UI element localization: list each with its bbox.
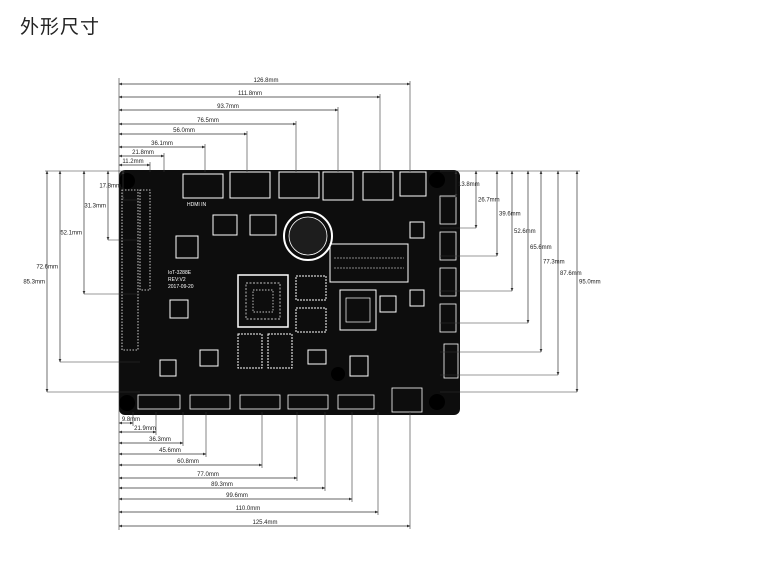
board-outline <box>119 170 460 415</box>
bottom-connector <box>287 394 329 410</box>
right-dim-4-label: 52.6mm <box>514 229 536 235</box>
top-dim-2-label: 111.8mm <box>238 91 262 97</box>
bottom-dim-3-label: 36.3mm <box>149 437 171 443</box>
main-soc <box>237 274 289 328</box>
top-dim-7-label: 21.8mm <box>132 150 154 156</box>
mounting-hole-bottom-right <box>429 394 445 410</box>
ic-chip <box>349 355 369 377</box>
mounting-hole-top-left <box>119 173 135 189</box>
memory-chip-1 <box>237 333 263 369</box>
ic-chip <box>212 214 238 236</box>
bottom-connector <box>239 394 281 410</box>
ic-chip <box>409 221 425 239</box>
right-connector <box>439 195 457 225</box>
bottom-connector <box>337 394 375 410</box>
ic-chip <box>169 299 189 319</box>
bottom-dimensions: 9.8mm 21.9mm 36.3mm 45.6mm 60.8mm 77.0mm 89.3m… <box>118 78 411 530</box>
top-dim-1-label: 126.8mm <box>253 78 278 84</box>
right-dim-1-label: 13.8mm <box>458 182 480 188</box>
audio-connector <box>399 171 427 197</box>
bottom-connector <box>189 394 231 410</box>
right-connector <box>443 343 459 379</box>
ic-chip <box>175 235 199 259</box>
ic-chip <box>379 295 397 313</box>
left-dimensions: 85.3mm 72.6mm 52.1mm 31.3mm 17.8mm <box>23 170 140 393</box>
top-dim-6-label: 36.1mm <box>151 141 173 147</box>
right-dim-7-label: 87.6mm <box>560 271 582 277</box>
bottom-dim-7-label: 89.3mm <box>211 482 233 488</box>
right-connector <box>439 231 457 261</box>
ic-chip <box>249 214 277 236</box>
top-dim-8-label: 11.2mm <box>122 159 143 165</box>
left-pin-header <box>121 189 139 351</box>
top-dim-4-label: 76.5mm <box>197 118 219 124</box>
ic-chip <box>307 349 327 365</box>
mounting-hole-center <box>331 367 345 381</box>
bottom-dim-10-label: 125.4mm <box>252 520 277 526</box>
mounting-hole-bottom-left <box>119 395 135 411</box>
bottom-connector <box>137 394 181 410</box>
board-date-label: 2017-09-20 <box>168 284 194 290</box>
bottom-dim-1-label: 9.8mm <box>122 417 140 423</box>
bottom-dim-9-label: 110.0mm <box>236 506 261 512</box>
vga-connector-1 <box>229 171 271 199</box>
sim-socket <box>339 289 377 331</box>
hdmi-label: HDMI IN <box>187 202 207 208</box>
ic-chip <box>159 359 177 377</box>
left-pin-header-2 <box>139 189 151 291</box>
right-dim-6-label: 77.3mm <box>543 260 565 266</box>
right-connector <box>439 267 457 297</box>
right-dim-3-label: 39.6mm <box>499 212 521 218</box>
bottom-connector <box>391 387 423 413</box>
left-dim-2-label: 72.6mm <box>36 265 58 271</box>
left-dim-3-label: 52.1mm <box>60 231 82 237</box>
bottom-dim-4-label: 45.6mm <box>159 448 181 454</box>
left-dim-4-label: 31.3mm <box>84 204 106 210</box>
mini-pcie-slot <box>329 243 409 283</box>
bottom-dim-6-label: 77.0mm <box>197 472 219 478</box>
memory-chip-2 <box>267 333 293 369</box>
right-dim-2-label: 26.7mm <box>478 198 500 204</box>
board-revision-label: REV:V2 <box>168 277 186 283</box>
usb-connector-2 <box>362 171 394 201</box>
mounting-hole-top-right <box>429 172 445 188</box>
right-connector <box>439 303 457 333</box>
right-dim-8-label: 95.0mm <box>579 280 601 286</box>
right-dimensions: 13.8mm26.7mm39.6mm52.6mm65.6mm77.3mm87.6… <box>440 170 601 393</box>
vga-connector-2 <box>278 171 320 199</box>
top-dim-5-label: 56.0mm <box>173 128 195 134</box>
page-title: 外形尺寸 <box>20 16 101 38</box>
left-dim-1-label: 85.3mm <box>23 280 45 286</box>
ic-chip <box>199 349 219 367</box>
bottom-dim-8-label: 99.6mm <box>226 493 248 499</box>
memory-chip-4 <box>295 307 327 333</box>
top-dim-3-label: 93.7mm <box>217 104 239 110</box>
memory-chip-3 <box>295 275 327 301</box>
board-model-label: IoT-3288E <box>168 270 192 276</box>
left-dim-5-label: 17.8mm <box>99 184 121 190</box>
bottom-dim-2-label: 21.9mm <box>134 426 156 432</box>
circuit-board: HDMI IN <box>119 170 460 415</box>
coin-battery-inner <box>288 216 328 256</box>
ic-chip <box>409 289 425 307</box>
hdmi-connector <box>182 173 224 199</box>
bottom-dim-5-label: 60.8mm <box>177 459 199 465</box>
coin-battery <box>283 211 333 261</box>
